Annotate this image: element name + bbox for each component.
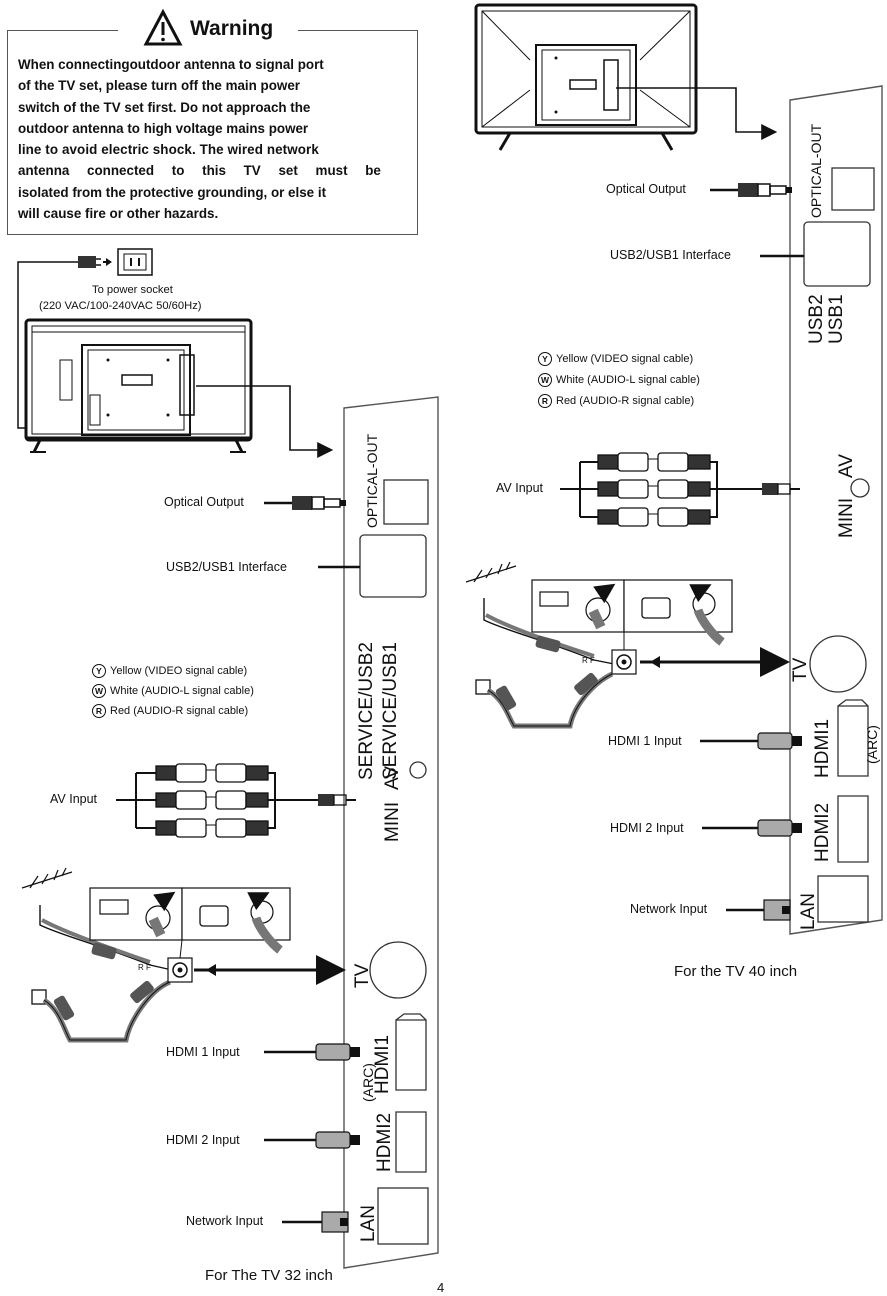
legend-yellow-icon: Y [538,352,552,366]
network-input-label: Network Input [630,902,708,916]
legend-red-text: Red (AUDIO-R signal cable) [556,394,695,407]
hdmi2-port-label: HDMI2 [374,1112,395,1172]
warning-line: isolated from the protective grounding, … [18,184,327,200]
lan-cable-icon [282,1211,349,1233]
tv-antenna-port-40 [809,635,867,693]
av-port-label: AV [836,454,857,478]
hdmi1-port-40 [837,699,869,777]
warning-text: When connectingoutdoor antenna to signal… [18,54,408,224]
usb-port-40 [803,221,871,287]
warning-line: When connectingoutdoor antenna to signal… [18,57,324,72]
optical-out-port-label: OPTICAL-OUT [808,123,824,218]
legend-yellow-text: Yellow (VIDEO signal cable) [556,352,694,365]
optical-port-40 [831,167,875,211]
optical-cable-icon [710,183,792,197]
lan-port-32 [377,1187,429,1245]
tv32-caption: For The TV 32 inch [205,1267,333,1284]
hdmi2-input-label: HDMI 2 Input [610,821,684,835]
hdmi1-input-label: HDMI 1 Input [608,734,682,748]
legend-red-text: Red (AUDIO-R signal cable) [110,704,249,717]
optical-output-label: Optical Output [606,182,686,196]
warning-title: Warning [190,17,274,40]
av-jack-40 [850,478,870,498]
hdmi2-port-32 [395,1111,427,1173]
usb1-port-label: USB1 [826,294,847,344]
legend-white: W White (AUDIO-L signal cable) [538,373,700,387]
hdmi1-port-label: HDMI1 [372,1034,393,1094]
hdmi1-cable-icon [264,1043,360,1061]
tv-40-back-illustration [474,3,698,151]
page-number: 4 [437,1280,445,1295]
legend-red: R Red (AUDIO-R signal cable) [92,704,248,718]
warning-line: outdoor antenna to high voltage mains po… [18,120,309,136]
av-input-label: AV Input [496,481,544,495]
optical-output-label: Optical Output [164,495,244,509]
hdmi1-input-label: HDMI 1 Input [166,1045,240,1059]
usb-interface-label: USB2/USB1 Interface [166,560,287,574]
antenna-icon [465,561,733,729]
lan-port-label: LAN [798,893,819,930]
tv-antenna-port-32 [369,941,427,999]
wall-socket-icon [117,248,153,276]
legend-white-text: White (AUDIO-L signal cable) [110,684,254,697]
warning-line: switch of the TV set first. Do not appro… [18,99,311,115]
antenna-icon [21,867,291,1043]
hdmi2-input-label: HDMI 2 Input [166,1133,240,1147]
legend-red-icon: R [92,704,106,718]
lan-port-label: LAN [358,1205,379,1242]
tv-port-label: TV [790,657,811,682]
warning-line: of the TV set, please turn off the main … [18,78,300,94]
optical-out-port-label: OPTICAL-OUT [364,433,380,528]
usb2-port-label: SERVICE/USB2 [356,642,377,780]
av-cable-icon [560,452,800,527]
av-port-label: AV [382,766,403,790]
usb-interface-label: USB2/USB1 Interface [610,248,731,262]
legend-white-text: White (AUDIO-L signal cable) [556,373,700,386]
rf-label: R F [582,656,595,665]
tv-port-label: TV [352,963,373,988]
hdmi1-port-label: HDMI1 [812,718,833,778]
legend-white: W White (AUDIO-L signal cable) [92,684,254,698]
hdmi2-cable-icon [702,819,802,837]
tv40-caption: For the TV 40 inch [674,963,798,980]
legend-red: R Red (AUDIO-R signal cable) [538,394,694,408]
power-label: To power socket [92,284,173,296]
power-spec-label: (220 VAC/100-240VAC 50/60Hz) [39,300,202,312]
legend-yellow: Y Yellow (VIDEO signal cable) [538,352,693,366]
mini-port-label: MINI [836,497,857,538]
network-input-label: Network Input [186,1214,264,1228]
legend-white-icon: W [538,373,552,387]
rf-label: R F [138,963,151,972]
tv-32-back-illustration [24,318,253,453]
lan-cable-icon [726,899,791,921]
legend-white-icon: W [92,684,106,698]
legend-yellow-text: Yellow (VIDEO signal cable) [110,664,248,677]
warning-line: line to avoid electric shock. The wired … [18,142,319,158]
av-jack-32 [409,761,427,779]
lan-port-40 [817,875,869,923]
hdmi2-port-40 [837,795,869,863]
hdmi1-cable-icon [700,732,802,750]
usb2-port-label: USB2 [806,294,827,344]
tv-40-port-panel [789,85,883,935]
arc-port-label: (ARC) [864,725,880,764]
legend-yellow-icon: Y [92,664,106,678]
warning-line: antenna connected to this TV set must be [18,163,381,179]
warning-line: will cause fire or other hazards. [18,206,219,222]
optical-cable-icon [264,496,346,510]
usb1-port-label: SERVICE/USB1 [380,642,401,780]
optical-port-32 [383,479,429,525]
mini-port-label: MINI [382,801,403,842]
hdmi1-port-32 [395,1013,427,1091]
av-cable-icon [116,763,356,838]
legend-yellow: Y Yellow (VIDEO signal cable) [92,664,247,678]
legend-red-icon: R [538,394,552,408]
hdmi2-cable-icon [264,1131,360,1149]
hdmi2-port-label: HDMI2 [812,802,833,862]
av-input-label: AV Input [50,792,98,806]
